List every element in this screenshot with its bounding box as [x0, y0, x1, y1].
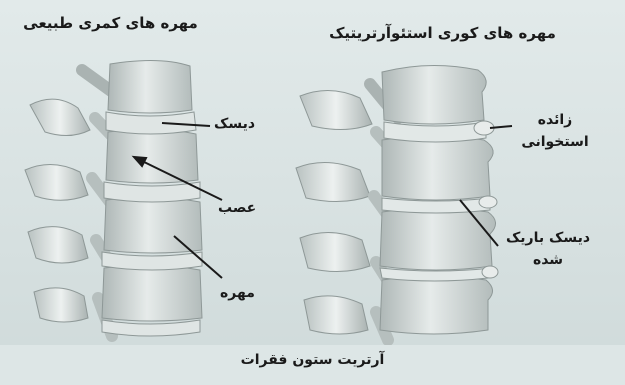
- header-normal: مهره های کمری طبیعی: [18, 14, 203, 32]
- label-nerve: عصب: [218, 200, 268, 216]
- label-thin-disc-line2: شده: [498, 252, 598, 268]
- normal-spine: [25, 60, 202, 336]
- label-vertebra: مهره: [220, 285, 270, 301]
- label-bone-spur-line2: استخوانی: [515, 134, 595, 150]
- label-thin-disc-line1: دیسک باریک: [498, 230, 598, 246]
- header-arthritic: مهره های کوری استئوآرتریتیک: [310, 24, 575, 42]
- label-bone-spur-line1: زائده: [515, 112, 595, 128]
- label-disc: دیسک: [214, 116, 270, 132]
- figure-caption: آرتریت ستون فقرات: [0, 352, 625, 368]
